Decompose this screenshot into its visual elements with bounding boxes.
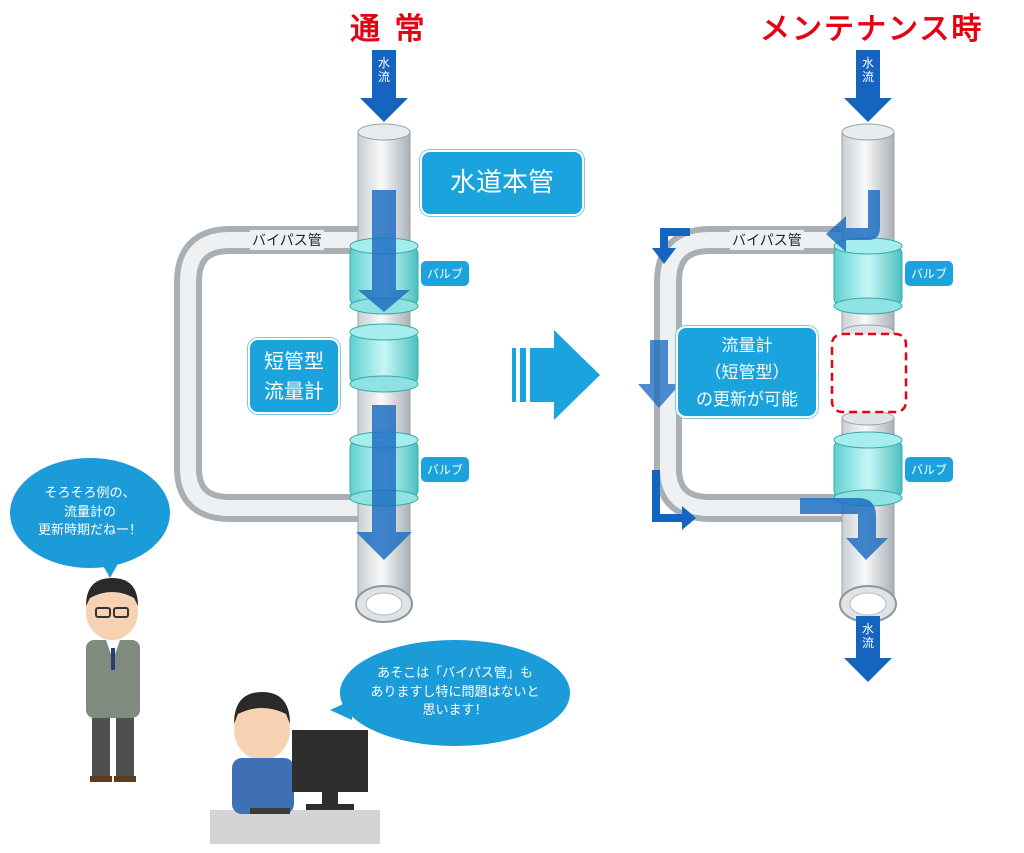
flowmeter-callout-line1: 短管型 xyxy=(264,349,324,373)
flow-arrow-upper-left xyxy=(358,190,410,312)
flow-arrow-lower-left xyxy=(356,405,412,560)
flow-arrow-bypass-down xyxy=(638,340,680,408)
flow-arrow-out-right xyxy=(844,616,892,682)
flow-label-out-right: 水流 xyxy=(861,622,874,650)
bypass-label-left: バイパス管 xyxy=(250,230,324,250)
valve-label-bottom-left: バルブ xyxy=(420,456,471,483)
maintenance-pipe-system xyxy=(638,50,908,682)
title-normal: 通 常 xyxy=(350,12,427,47)
flow-arrow-bypass-top xyxy=(652,228,690,264)
manager-speech-line2: 流量計の xyxy=(63,504,116,520)
worker-speech-line2: ありますし特に問題はないと xyxy=(370,684,540,700)
worker-bubble-tail xyxy=(330,700,352,720)
maintenance-callout-line2: （短管型） xyxy=(704,363,790,383)
manager-bubble-tail xyxy=(100,560,120,578)
removed-meter-placeholder xyxy=(830,332,908,414)
maintenance-callout: 流量計 （短管型） の更新が可能 xyxy=(676,326,818,418)
flow-arrow-in-right xyxy=(844,50,892,122)
main-pipe-callout: 水道本管 xyxy=(420,150,584,216)
transition-arrow xyxy=(512,330,600,420)
flowmeter-left xyxy=(349,323,419,393)
valve-label-top-right: バルブ xyxy=(904,260,955,287)
valve-label-top-left: バルブ xyxy=(420,260,471,287)
worker-speech-line1: あそこは「バイパス管」も xyxy=(377,665,533,681)
bypass-label-right: バイパス管 xyxy=(730,230,804,250)
flow-arrow-bypass-bottom xyxy=(652,470,696,530)
maintenance-callout-line3: の更新が可能 xyxy=(696,390,798,410)
flow-arrow-divert xyxy=(826,190,880,252)
valve-bottom-right xyxy=(833,431,903,507)
maintenance-callout-line1: 流量計 xyxy=(721,336,773,356)
manager-illustration xyxy=(86,578,140,782)
flowmeter-callout-line2: 流量計 xyxy=(264,379,324,403)
manager-speech-line1: そろそろ例の、 xyxy=(44,485,136,501)
title-maintenance: メンテナンス時 xyxy=(760,12,984,47)
flow-arrow-in-left xyxy=(360,50,408,122)
worker-speech-line3: 思います！ xyxy=(422,703,488,719)
manager-speech-line3: 更新時期だねー！ xyxy=(37,523,142,539)
valve-label-bottom-right: バルブ xyxy=(904,456,955,483)
normal-pipe-system xyxy=(174,50,419,623)
worker-illustration xyxy=(210,692,380,844)
flow-label-in-left: 水流 xyxy=(377,56,390,84)
worker-speech-bubble: あそこは「バイパス管」も ありますし特に問題はないと 思います！ xyxy=(340,640,570,746)
flow-label-in-right: 水流 xyxy=(861,56,874,84)
valve-top-right xyxy=(833,237,903,315)
flowmeter-callout: 短管型 流量計 xyxy=(248,338,340,414)
flow-arrow-rejoin xyxy=(800,498,888,560)
manager-speech-bubble: そろそろ例の、 流量計の 更新時期だねー！ xyxy=(10,458,170,568)
